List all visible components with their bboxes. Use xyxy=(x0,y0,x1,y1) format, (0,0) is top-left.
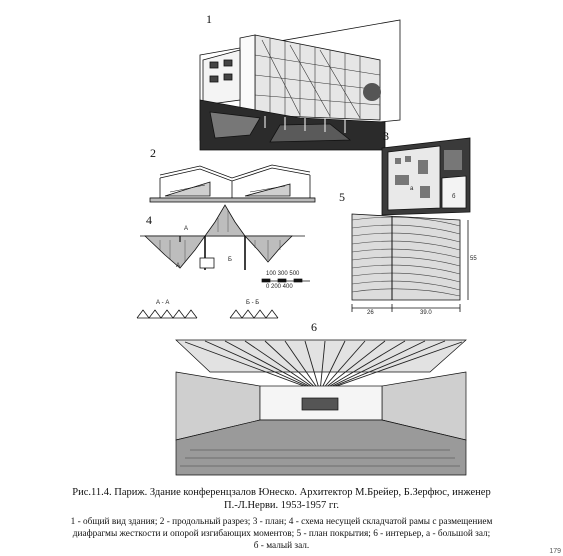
drawing-2-section xyxy=(149,164,316,203)
scale-bar xyxy=(261,278,310,283)
label-fig-3: 3 xyxy=(383,129,389,143)
label-fig-2: 2 xyxy=(150,146,156,160)
label-fig-6: 6 xyxy=(311,320,317,334)
label-mark-b: Б xyxy=(228,257,232,263)
label-mark-a-top: А xyxy=(184,226,189,232)
label-mark-a-bottom: А xyxy=(176,263,181,269)
label-scale-top: 100 300 500 xyxy=(266,271,300,277)
label-fig-4: 4 xyxy=(146,213,152,227)
drawing-5-roof-plan xyxy=(351,213,469,312)
figure-caption-body: 1 - общий вид здания; 2 - продольный раз… xyxy=(0,516,563,552)
figure-caption-title: Рис.11.4. Париж. Здание конференцзалов Ю… xyxy=(0,486,563,512)
label-dim-right: 39.0 xyxy=(420,310,432,316)
drawing-1-general-view xyxy=(199,19,401,151)
caption-title-line-1: Рис.11.4. Париж. Здание конференцзалов Ю… xyxy=(72,487,491,498)
page-number: 179 xyxy=(549,548,561,555)
caption-body-line-1: 1 - общий вид здания; 2 - продольный раз… xyxy=(70,517,493,527)
caption-body-line-2: диафрагмы жесткости и опорой изгибающих … xyxy=(72,529,491,539)
label-dim-side: 55 xyxy=(470,256,477,262)
section-aa xyxy=(136,309,198,319)
label-section-aa: А - А xyxy=(156,300,170,306)
drawing-4-frame-scheme xyxy=(140,204,305,270)
drawing-6-interior xyxy=(175,339,467,476)
figure-drawings xyxy=(136,19,471,476)
label-fig-1: 1 xyxy=(206,12,212,26)
caption-title-line-2: П.-Л.Нерви. 1953-1957 гг. xyxy=(224,500,339,511)
label-plan-b: б xyxy=(452,194,456,200)
label-scale-bottom: 0 200 400 xyxy=(266,284,293,290)
label-fig-5: 5 xyxy=(339,190,345,204)
label-section-bb: Б - Б xyxy=(246,300,260,306)
drawing-3-plan xyxy=(381,137,471,216)
label-plan-a: а xyxy=(410,186,414,192)
caption-body-line-3: б - малый зал. xyxy=(253,541,310,551)
label-dim-left: 26 xyxy=(367,310,374,316)
section-bb xyxy=(229,309,279,319)
